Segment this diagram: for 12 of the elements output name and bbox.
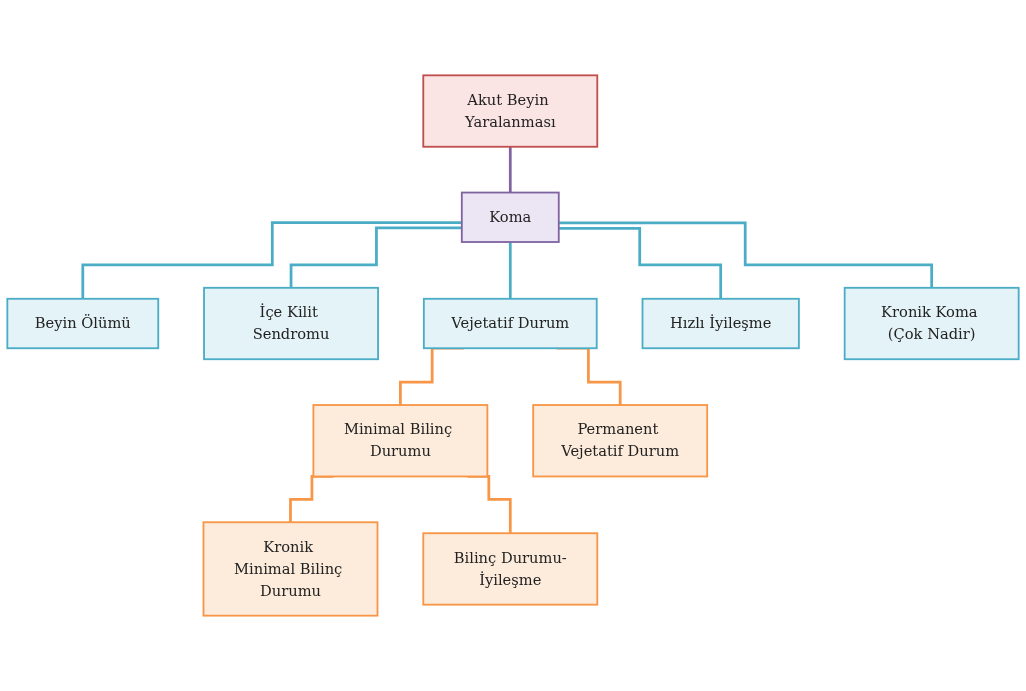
node-box: Bilinç Durumu-İyileşme — [422, 532, 599, 606]
node-box: Hızlı İyileşme — [641, 297, 800, 350]
node-box: Minimal Bilinç Durumu — [312, 404, 489, 478]
node-box: Kronik Minimal Bilinç Durumu — [202, 521, 379, 617]
node-box: Permanent Vejetatif Durum — [532, 404, 709, 478]
node-box: Vejetatif Durum — [422, 297, 598, 350]
node-box: İçe Kilit Sendromu — [203, 286, 379, 361]
node-box: Kronik Koma (Çok Nadir) — [843, 286, 1020, 361]
node-box: Beyin Ölümü — [6, 297, 160, 350]
connector — [508, 145, 512, 194]
node-box: Koma — [460, 191, 560, 243]
node-box: Akut Beyin Yaralanması — [422, 74, 599, 148]
